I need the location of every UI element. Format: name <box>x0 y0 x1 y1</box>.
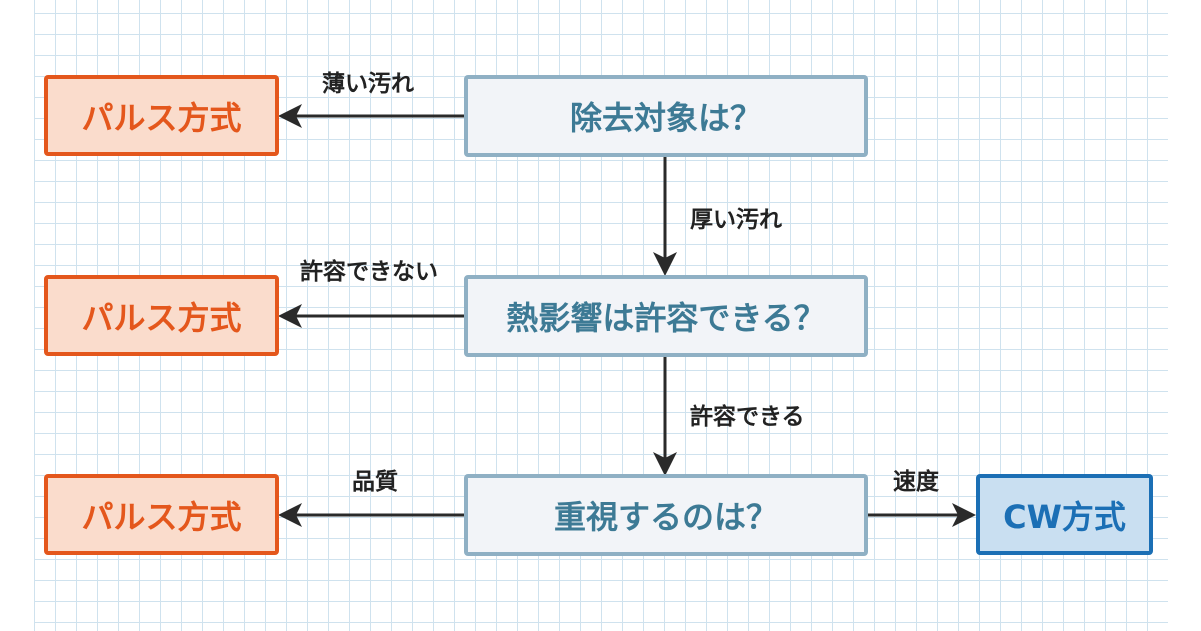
node-pulse-1: パルス方式 <box>44 75 279 156</box>
node-question-priority-label: 重視するのは？ <box>553 498 778 536</box>
node-question-heat-label: 熱影響は許容できる？ <box>506 299 826 337</box>
node-question-heat: 熱影響は許容できる？ <box>464 275 868 357</box>
node-pulse-2: パルス方式 <box>44 275 279 356</box>
arrowhead-q3-to-cw <box>952 503 976 527</box>
node-question-target: 除去対象は？ <box>464 75 868 157</box>
arrowhead-q2-to-q3 <box>653 452 677 476</box>
arrowhead-q3-to-pulse3 <box>278 503 302 527</box>
arrowhead-q1-to-pulse1 <box>278 104 302 128</box>
node-question-target-label: 除去対象は？ <box>569 99 762 137</box>
node-pulse-2-label: パルス方式 <box>81 298 242 337</box>
node-pulse-3-label: パルス方式 <box>81 497 242 536</box>
edge-label-thin-dirt: 薄い汚れ <box>322 71 414 97</box>
node-pulse-1-label: パルス方式 <box>81 98 242 137</box>
node-cw-label: CW方式 <box>1003 497 1126 536</box>
edge-label-not-acceptable: 許容できない <box>300 259 438 285</box>
node-question-priority: 重視するのは？ <box>464 474 868 556</box>
arrowhead-q1-to-q2 <box>653 252 677 276</box>
edge-label-thick-dirt: 厚い汚れ <box>690 207 782 233</box>
node-cw: CW方式 <box>976 474 1153 555</box>
edge-label-quality: 品質 <box>352 469 398 495</box>
node-pulse-3: パルス方式 <box>44 474 279 555</box>
arrowhead-q2-to-pulse2 <box>278 304 302 328</box>
edge-label-acceptable: 許容できる <box>690 404 805 430</box>
edge-label-speed: 速度 <box>893 469 939 495</box>
